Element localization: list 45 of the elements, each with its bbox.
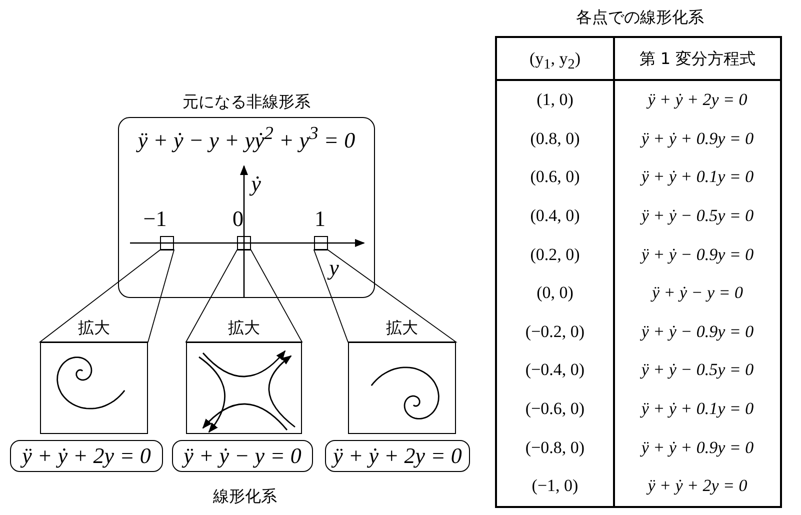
table-cell-text: ÿ + ẏ + 0.9y = 0 xyxy=(639,128,755,150)
tick-label: −1 xyxy=(143,206,167,232)
axis-label: y xyxy=(329,255,339,281)
tick-label: 1 xyxy=(314,206,326,232)
table-cell-text: (0.6, 0) xyxy=(529,166,581,188)
zoom-heading: 拡大 xyxy=(228,318,260,339)
equation-box: ÿ + ẏ + 2y = 0 xyxy=(325,440,470,472)
table-cell-text: (0, 0) xyxy=(536,282,574,304)
table-cell-text: (0.4, 0) xyxy=(529,204,581,227)
axis-label: ẏ xyxy=(251,171,261,197)
leader-line xyxy=(313,250,458,342)
leader-line xyxy=(38,250,175,342)
table-cell-text: (−0.4, 0) xyxy=(524,359,586,382)
leader-line xyxy=(185,250,303,342)
table-cell-text: ÿ + ẏ − y = 0 xyxy=(650,282,744,304)
table-cell-text: (1, 0) xyxy=(536,89,574,111)
equation-box: ÿ + ẏ − y = 0 xyxy=(172,440,313,472)
small-square xyxy=(314,236,328,250)
zoom-heading: 拡大 xyxy=(386,318,418,339)
box-heading: 元になる非線形系 xyxy=(182,92,310,113)
table-cell-text: ÿ + ẏ + 0.9y = 0 xyxy=(639,436,755,459)
table-cell-text: (−0.6, 0) xyxy=(524,398,586,420)
table-cell-text: ÿ + ẏ − 0.9y = 0 xyxy=(639,320,755,343)
table-cell-text: ÿ + ẏ − 0.5y = 0 xyxy=(639,204,755,227)
table-cell-text: ÿ + ẏ + 2y = 0 xyxy=(645,475,748,498)
equation: ÿ + ẏ − y + yẏ$^{2}$ + y$^{3}$ = 0 xyxy=(138,123,356,154)
zoom-heading: 拡大 xyxy=(78,318,110,339)
table-cell-text: (0.2, 0) xyxy=(529,244,581,266)
small-square xyxy=(237,236,251,250)
table-cell-text: ÿ + ẏ + 0.1y = 0 xyxy=(639,166,755,188)
table-title: 各点での線形化系 xyxy=(576,8,704,28)
header-cell-text: (y$_{1}$, y$_{2}$) xyxy=(528,48,582,74)
table-cell-text: ÿ + ẏ + 0.1y = 0 xyxy=(639,398,755,420)
small-square xyxy=(160,236,174,250)
table-cell-text: (−0.8, 0) xyxy=(524,436,586,459)
header-cell-text: 第 1 変分方程式 xyxy=(638,48,757,70)
table-cell-text: (−0.2, 0) xyxy=(524,320,586,343)
table-cell-text: (0.8, 0) xyxy=(529,128,581,150)
table-cell-text: (−1, 0) xyxy=(530,475,580,498)
table-cell-text: ÿ + ẏ − 0.9y = 0 xyxy=(639,244,755,266)
tick-label: 0 xyxy=(232,206,244,232)
table-cell-text: ÿ + ẏ + 2y = 0 xyxy=(645,89,748,111)
table-cell-text: ÿ + ẏ − 0.5y = 0 xyxy=(639,359,755,382)
caption-text: 線形化系 xyxy=(213,486,277,508)
equation-box: ÿ + ẏ + 2y = 0 xyxy=(10,440,163,472)
